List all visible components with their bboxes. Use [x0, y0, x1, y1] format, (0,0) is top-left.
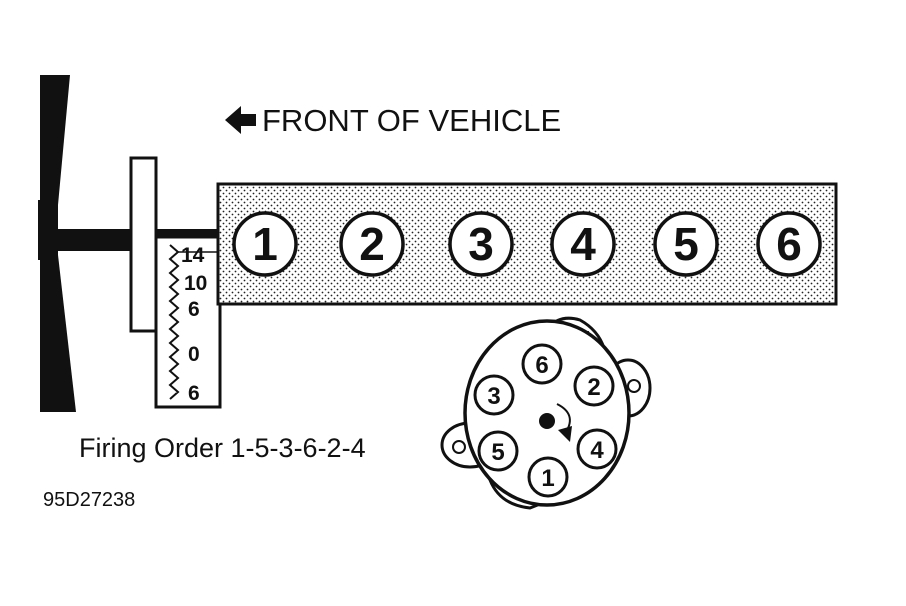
firing-order-label: Firing Order 1-5-3-6-2-4 — [79, 433, 366, 463]
svg-text:5: 5 — [673, 218, 699, 270]
svg-text:6: 6 — [535, 352, 548, 379]
distributor-terminal-6: 6 — [521, 343, 563, 385]
cylinder-6: 6 — [756, 211, 822, 277]
svg-text:6: 6 — [776, 218, 802, 270]
front-of-vehicle-label: FRONT OF VEHICLE — [262, 103, 561, 138]
svg-text:4: 4 — [570, 218, 596, 270]
timing-mark-10: 10 — [184, 272, 207, 295]
svg-text:2: 2 — [587, 374, 600, 401]
timing-mark-14: 14 — [181, 244, 205, 267]
timing-mark-0: 0 — [188, 343, 200, 366]
cylinder-3: 3 — [448, 211, 514, 277]
arrow-left-icon — [225, 106, 256, 134]
crankshaft-pulley — [129, 156, 158, 333]
timing-mark-6-retard: 6 — [188, 382, 200, 405]
svg-text:3: 3 — [468, 218, 494, 270]
cylinder-2: 2 — [339, 211, 405, 277]
svg-text:5: 5 — [491, 439, 504, 466]
svg-text:1: 1 — [252, 218, 278, 270]
cylinder-4: 4 — [550, 211, 616, 277]
distributor-terminal-2: 2 — [573, 365, 615, 407]
engine-block — [216, 182, 838, 306]
distributor-terminal-4: 4 — [576, 428, 618, 470]
svg-text:2: 2 — [359, 218, 385, 270]
cylinder-1: 1 — [232, 211, 298, 277]
svg-text:1: 1 — [541, 465, 554, 492]
svg-text:3: 3 — [487, 383, 500, 410]
distributor-terminal-1: 1 — [527, 456, 569, 498]
distributor-terminal-3: 3 — [473, 374, 515, 416]
timing-scale: 14 10 6 0 6 — [154, 235, 222, 409]
svg-text:4: 4 — [590, 437, 604, 464]
figure-code: 95D27238 — [43, 489, 135, 511]
distributor-terminal-5: 5 — [477, 430, 519, 472]
timing-mark-6-advance: 6 — [188, 298, 200, 321]
cylinder-5: 5 — [653, 211, 719, 277]
fan-icon — [38, 75, 76, 412]
clockwise-arrow-icon — [556, 403, 572, 442]
distributor-rotor — [539, 413, 555, 429]
